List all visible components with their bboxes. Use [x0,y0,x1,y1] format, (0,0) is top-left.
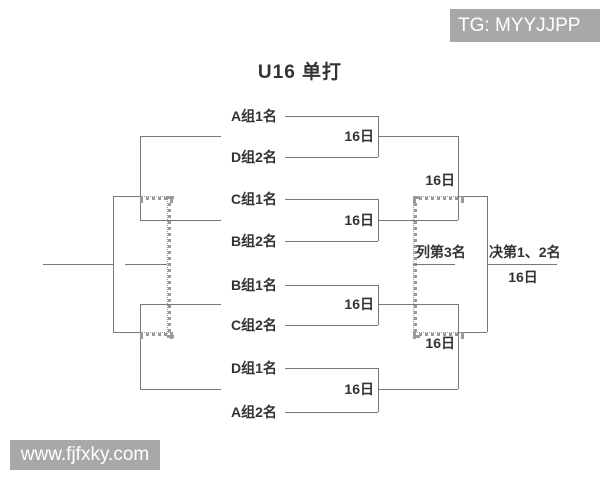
website-watermark-badge: www.fjfxky.com [10,440,160,470]
sf2-bracket-line [458,304,459,389]
telegram-watermark-badge: TG: MYYJJPP [450,9,600,42]
left-bracket-line [140,304,141,389]
team-line [285,241,378,242]
sf1-winner-line [458,196,487,197]
qf4-bracket-line [378,368,379,412]
left-dotted-line [140,196,173,200]
qf2-winner-line [378,220,458,221]
left-stub-line [140,220,221,221]
left-bracket-line [140,136,141,220]
team-line [285,157,378,158]
team-line [285,412,378,413]
qf4-winner-line [378,389,458,390]
sf2-winner-line [458,332,487,333]
team-label: B组2名 [231,233,277,249]
team-label: D组1名 [231,360,277,376]
team-line [285,199,378,200]
final-match-line [487,264,557,265]
qf2-date-label: 16日 [344,212,374,228]
left-stub-line [140,304,221,305]
team-line [285,368,378,369]
final-date-label: 16日 [508,269,538,285]
team-label: A组2名 [231,404,277,420]
final-label: 决第1、2名 [489,244,561,260]
qf3-bracket-line [378,285,379,325]
team-label: C组1名 [231,191,277,207]
qf3-winner-line [378,304,458,305]
left-center-bracket-line [113,196,114,332]
left-stub-line [140,136,221,137]
left-connector-line [113,332,140,333]
sf2-date-label: 16日 [425,335,455,351]
left-connector-line [113,196,140,197]
team-label: A组1名 [231,108,277,124]
qf3-date-label: 16日 [344,296,374,312]
third-place-match-line [413,264,455,265]
team-label: D组2名 [231,149,277,165]
sf1-bracket-line [458,136,459,220]
left-center-match-line [125,264,167,265]
left-stub-line [140,389,221,390]
team-label: C组2名 [231,317,277,333]
left-dotted-line [167,196,171,338]
left-output-line [43,264,113,265]
qf4-date-label: 16日 [344,381,374,397]
left-dotted-line [140,332,173,336]
bracket-title: U16 单打 [257,62,343,83]
qf1-winner-line [378,136,458,137]
qf1-date-label: 16日 [344,128,374,144]
sf1-date-label: 16日 [425,172,455,188]
third-place-dotted-line [413,332,464,336]
team-line [285,116,378,117]
third-place-dotted-line [413,196,464,200]
third-place-dotted-line [413,196,417,338]
team-line [285,285,378,286]
team-label: B组1名 [231,277,277,293]
third-place-label: 列第3名 [416,244,466,260]
team-line [285,325,378,326]
